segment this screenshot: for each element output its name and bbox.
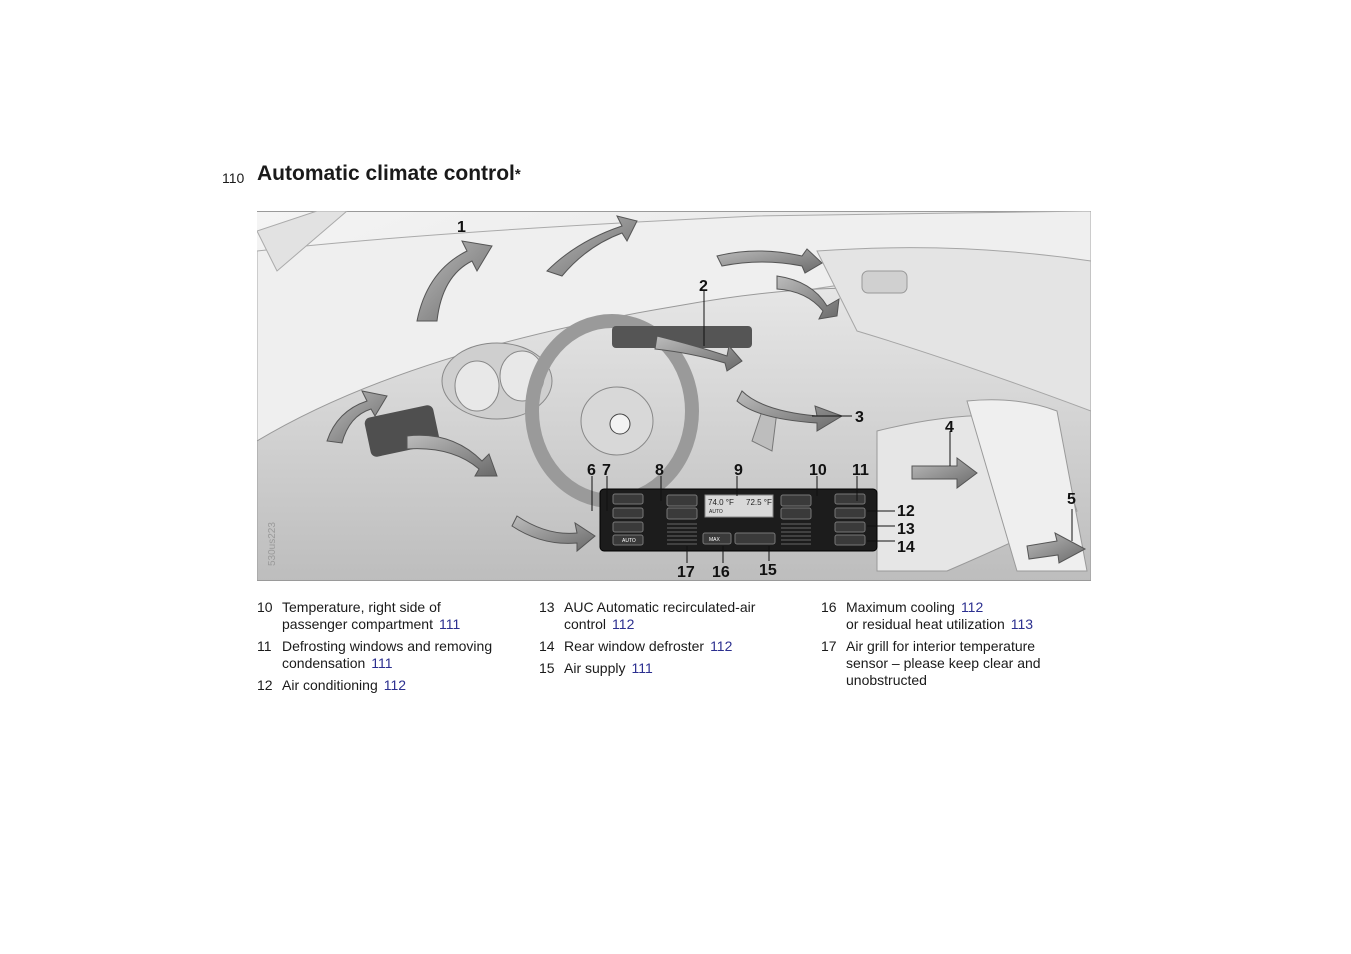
sensor-grill-left — [667, 523, 697, 545]
legend-line: Temperature, right side of — [282, 599, 441, 615]
legend-number: 15 — [539, 660, 555, 676]
defrost-button[interactable] — [834, 493, 866, 505]
temp-left-down-button[interactable] — [666, 507, 698, 520]
page-reference-link[interactable]: 111 — [631, 660, 653, 676]
callout-7: 7 — [602, 462, 611, 479]
callout-2: 2 — [699, 278, 708, 295]
legend-line: Air grill for interior temperature — [846, 638, 1036, 654]
legend-column-3: 16 Maximum cooling 112 or residual heat u… — [821, 599, 1091, 694]
legend-text: Maximum cooling 112 or residual heat util… — [846, 599, 1091, 633]
sensor-grill-right — [781, 523, 811, 545]
legend-number: 12 — [257, 677, 273, 693]
legend-column-2: 13 AUC Automatic recirculated-air contro… — [539, 599, 809, 682]
legend-item: 15 Air supply 111 — [539, 660, 809, 677]
legend-line: control — [564, 616, 607, 632]
legend-number: 11 — [257, 638, 272, 654]
temp-right-down-button[interactable] — [780, 507, 812, 520]
auc-button[interactable] — [834, 521, 866, 533]
page-reference-link[interactable]: 112 — [960, 599, 984, 615]
temp-right-up-button[interactable] — [780, 494, 812, 507]
legend-line: sensor – please keep clear and — [846, 655, 1041, 671]
legend-item: 13 AUC Automatic recirculated-air contro… — [539, 599, 809, 633]
legend-number: 17 — [821, 638, 837, 654]
seat-heat-button-3[interactable] — [612, 521, 644, 533]
legend-number: 10 — [257, 599, 273, 615]
callout-12: 12 — [897, 503, 915, 520]
legend-line: unobstructed — [846, 672, 927, 688]
legend-line: Maximum cooling — [846, 599, 955, 615]
legend-item: 14 Rear window defroster 112 — [539, 638, 809, 655]
legend-text: AUC Automatic recirculated-air control 11… — [564, 599, 809, 633]
legend-item: 10 Temperature, right side of passenger … — [257, 599, 527, 633]
optional-equipment-mark: * — [514, 166, 521, 183]
page-reference-link[interactable]: 112 — [710, 638, 733, 654]
callout-16: 16 — [712, 564, 730, 581]
callout-14: 14 — [897, 539, 915, 556]
callout-10: 10 — [809, 462, 827, 479]
page-number: 110 — [222, 170, 245, 186]
page-reference-link[interactable]: 112 — [612, 616, 635, 632]
legend-item: 17 Air grill for interior temperature se… — [821, 638, 1091, 689]
legend-item: 12 Air conditioning 112 — [257, 677, 527, 694]
page-reference-link[interactable]: 111 — [438, 616, 461, 632]
display-mode: AUTO — [709, 509, 723, 515]
legend-line: Rear window defroster — [564, 638, 705, 654]
callout-5: 5 — [1067, 491, 1076, 508]
seat-heat-button-1[interactable] — [612, 493, 644, 505]
legend-item: 16 Maximum cooling 112 or residual heat u… — [821, 599, 1091, 633]
page-reference-link[interactable]: 112 — [383, 677, 407, 693]
page-title-text: Automatic climate control — [257, 162, 515, 185]
legend-number: 13 — [539, 599, 555, 615]
callout-8: 8 — [655, 462, 664, 479]
legend-line: Air supply — [564, 660, 626, 676]
page-reference-link[interactable]: 113 — [1010, 616, 1034, 632]
legend-number: 14 — [539, 638, 555, 654]
callout-1: 1 — [457, 219, 466, 236]
legend-line: Defrosting windows and removing — [282, 638, 493, 654]
legend-text: Air grill for interior temperature senso… — [846, 638, 1091, 689]
callout-4: 4 — [945, 419, 954, 436]
display-left-temp: 74.0 °F — [708, 498, 734, 507]
legend-text: Defrosting windows and removing condensa… — [282, 638, 527, 672]
legend-number: 16 — [821, 599, 837, 615]
legend-line: AUC Automatic recirculated-air — [564, 599, 756, 615]
callout-13: 13 — [897, 521, 915, 538]
page-reference-link[interactable]: 111 — [371, 655, 393, 671]
rear-defrost-button[interactable] — [834, 534, 866, 546]
legend-line: condensation — [282, 655, 366, 671]
callout-11: 11 — [852, 462, 869, 479]
legend-line: Air conditioning — [282, 677, 378, 693]
callout-3: 3 — [855, 409, 864, 426]
legend-item: 11 Defrosting windows and removing conde… — [257, 638, 527, 672]
climate-display — [704, 494, 774, 518]
display-right-temp: 72.5 °F — [746, 498, 772, 507]
max-button-label: MAX — [709, 537, 721, 543]
temp-left-up-button[interactable] — [666, 494, 698, 507]
callout-17: 17 — [677, 564, 695, 581]
ac-button[interactable] — [834, 507, 866, 519]
callout-9: 9 — [734, 462, 743, 479]
callout-15: 15 — [759, 562, 777, 579]
legend-text: Air conditioning 112 — [282, 677, 527, 694]
legend-column-1: 10 Temperature, right side of passenger … — [257, 599, 527, 699]
legend-text: Air supply 111 — [564, 660, 809, 677]
legend-line: or residual heat utilization — [846, 616, 1005, 632]
figure-code: 530us223 — [267, 522, 278, 566]
legend-text: Temperature, right side of passenger com… — [282, 599, 527, 633]
auto-button[interactable] — [612, 534, 644, 546]
legend-line: passenger compartment — [282, 616, 433, 632]
seat-heat-button-2[interactable] — [612, 507, 644, 519]
auto-button-label: AUTO — [622, 538, 636, 544]
air-supply-button[interactable] — [734, 532, 776, 545]
legend-text: Rear window defroster 112 — [564, 638, 809, 655]
callout-6: 6 — [587, 462, 596, 479]
climate-control-illustration: AUTO 74.0 °F 72.5 °F AUTO MAX — [257, 211, 1091, 581]
max-button[interactable] — [702, 532, 732, 545]
page-title: Automatic climate control* — [257, 162, 521, 186]
